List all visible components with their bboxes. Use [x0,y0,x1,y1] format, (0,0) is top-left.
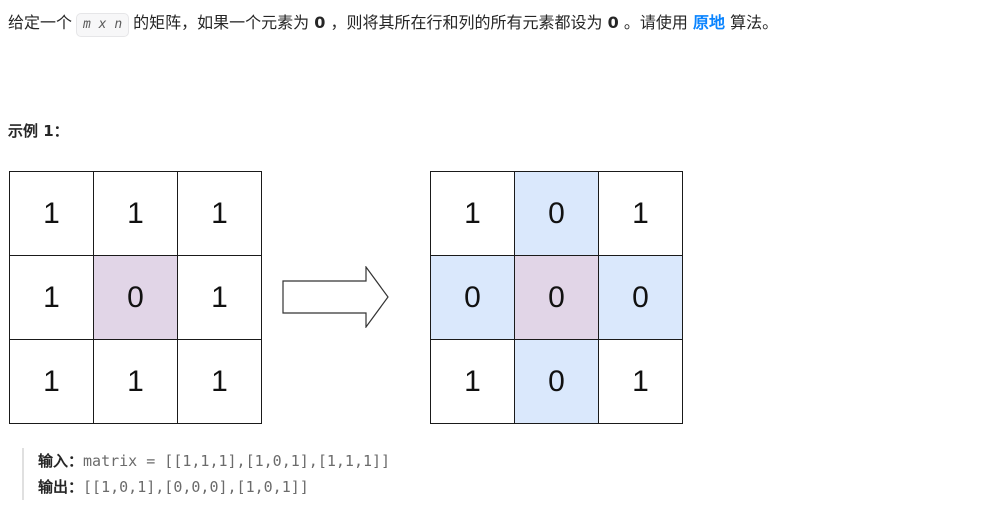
matrix-cell: 0 [431,256,515,340]
zero-emphasis-2: 0 [607,13,619,32]
input-label: 输入： [38,452,84,470]
desc-prefix: 给定一个 [8,13,73,32]
desc-mid-3: 。请使用 [623,13,688,32]
matrix-cell: 0 [515,172,599,256]
matrix-cell: 1 [431,340,515,424]
matrix-cell: 1 [599,340,683,424]
matrix-cell: 0 [515,256,599,340]
matrix-cell: 1 [94,172,178,256]
in-place-link[interactable]: 原地 [692,13,725,32]
matrix-cell: 1 [94,340,178,424]
inline-code-dimensions: m x n [76,13,130,37]
matrix-cell: 1 [599,172,683,256]
zero-emphasis-1: 0 [314,13,326,32]
matrix-cell: 1 [10,256,94,340]
example-io-block: 输入：matrix = [[1,1,1],[1,0,1],[1,1,1]] 输出… [22,448,390,500]
output-value: [[1,0,1],[0,0,0],[1,0,1]] [83,478,309,496]
right-arrow-icon [282,266,389,328]
matrix-cell: 0 [599,256,683,340]
matrix-cell: 1 [178,340,262,424]
matrix-cell: 0 [94,256,178,340]
example-title: 示例 1： [8,122,69,140]
matrix-cell: 1 [10,172,94,256]
desc-mid-2: ，则将其所在行和列的所有元素都设为 [330,13,603,32]
desc-suffix: 算法。 [730,13,779,32]
input-line: 输入：matrix = [[1,1,1],[1,0,1],[1,1,1]] [38,448,390,474]
output-label: 输出： [38,478,84,496]
matrix-cell: 1 [431,172,515,256]
input-value: matrix = [[1,1,1],[1,0,1],[1,1,1]] [83,452,391,470]
desc-mid-1: 的矩阵，如果一个元素为 [133,13,310,32]
matrix-cell: 0 [515,340,599,424]
output-line: 输出：[[1,0,1],[0,0,0],[1,0,1]] [38,474,390,500]
matrix-cell: 1 [178,172,262,256]
matrix-cell: 1 [178,256,262,340]
matrix-cell: 1 [10,340,94,424]
